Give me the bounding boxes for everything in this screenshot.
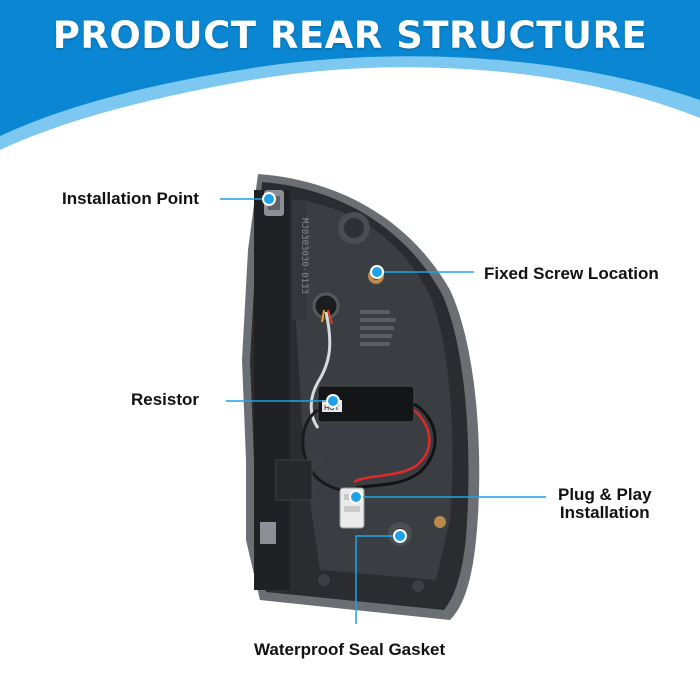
waterproof-seal-gasket-label: Waterproof Seal Gasket: [254, 640, 446, 659]
banner-background: [0, 0, 700, 150]
lower-screw-stud: [434, 516, 446, 528]
page-title: PRODUCT REAR STRUCTURE: [52, 14, 648, 57]
housing-stamp-strip: [292, 200, 306, 320]
resistor-wire-red: [353, 409, 431, 484]
plug-and-play-line2: Installation: [559, 503, 650, 522]
housing-stamp-text: MJ0303030-0133: [299, 218, 309, 294]
banner-main-wave: [0, 0, 700, 136]
installation-point-label: Installation Point: [62, 189, 199, 208]
tail-light-rear-image: MJ0303030-0133 HOT: [242, 174, 480, 620]
embossed-labels: [360, 310, 396, 346]
plug-and-play-line1: Plug & Play: [558, 485, 652, 504]
resistor-tag-text: HOT: [324, 404, 340, 412]
resistor-label: Resistor: [131, 390, 200, 409]
lower-bracket-left: [260, 522, 276, 544]
fixed-screw-location-label: Fixed Screw Location: [484, 264, 659, 283]
resistor-wire-black: [355, 402, 437, 490]
plug-and-play-label: Plug & Play Installation: [558, 486, 652, 522]
